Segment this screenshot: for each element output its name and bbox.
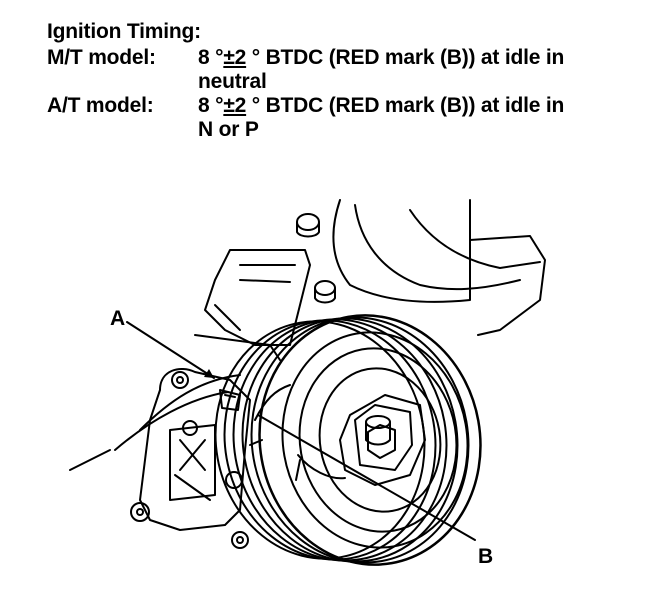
ignition-timing-spec: Ignition Timing: M/T model: 8 °±2 ° BTDC… (47, 20, 657, 142)
crankshaft-pulley (214, 314, 482, 566)
spec-value-pre: 8 ° (198, 46, 224, 69)
spec-row-value: 8 °±2 ° BTDC (RED mark (B)) at idle in n… (198, 46, 657, 94)
pump-housing (130, 368, 251, 549)
leader-line-b (257, 414, 476, 541)
callout-b-label: B (478, 545, 494, 568)
spec-value-tolerance: ±2 (223, 94, 247, 117)
spec-row-label: M/T model: (47, 46, 156, 69)
leader-line-a (126, 321, 215, 379)
spec-value-continued: N or P (198, 118, 259, 141)
mounting-bolt (296, 213, 320, 238)
spec-value-post: ° BTDC (RED mark (B)) at idle in (246, 46, 565, 69)
spec-value-pre: 8 ° (198, 94, 224, 117)
spec-row-label: A/T model: (47, 94, 154, 117)
spec-value-post: ° BTDC (RED mark (B)) at idle in (246, 94, 565, 117)
callout-a-label: A (110, 307, 126, 330)
spec-row-at: A/T model: 8 °±2 ° BTDC (RED mark (B)) a… (47, 94, 657, 142)
spec-value-tolerance: ±2 (223, 46, 247, 69)
spec-row-mt: M/T model: 8 °±2 ° BTDC (RED mark (B)) a… (47, 46, 657, 94)
spec-value-continued: neutral (198, 70, 267, 93)
spec-row-value: 8 °±2 ° BTDC (RED mark (B)) at idle in N… (198, 94, 657, 142)
arrow-head-a (204, 369, 214, 378)
spec-title: Ignition Timing: (47, 20, 201, 43)
mounting-bolt (314, 280, 336, 304)
